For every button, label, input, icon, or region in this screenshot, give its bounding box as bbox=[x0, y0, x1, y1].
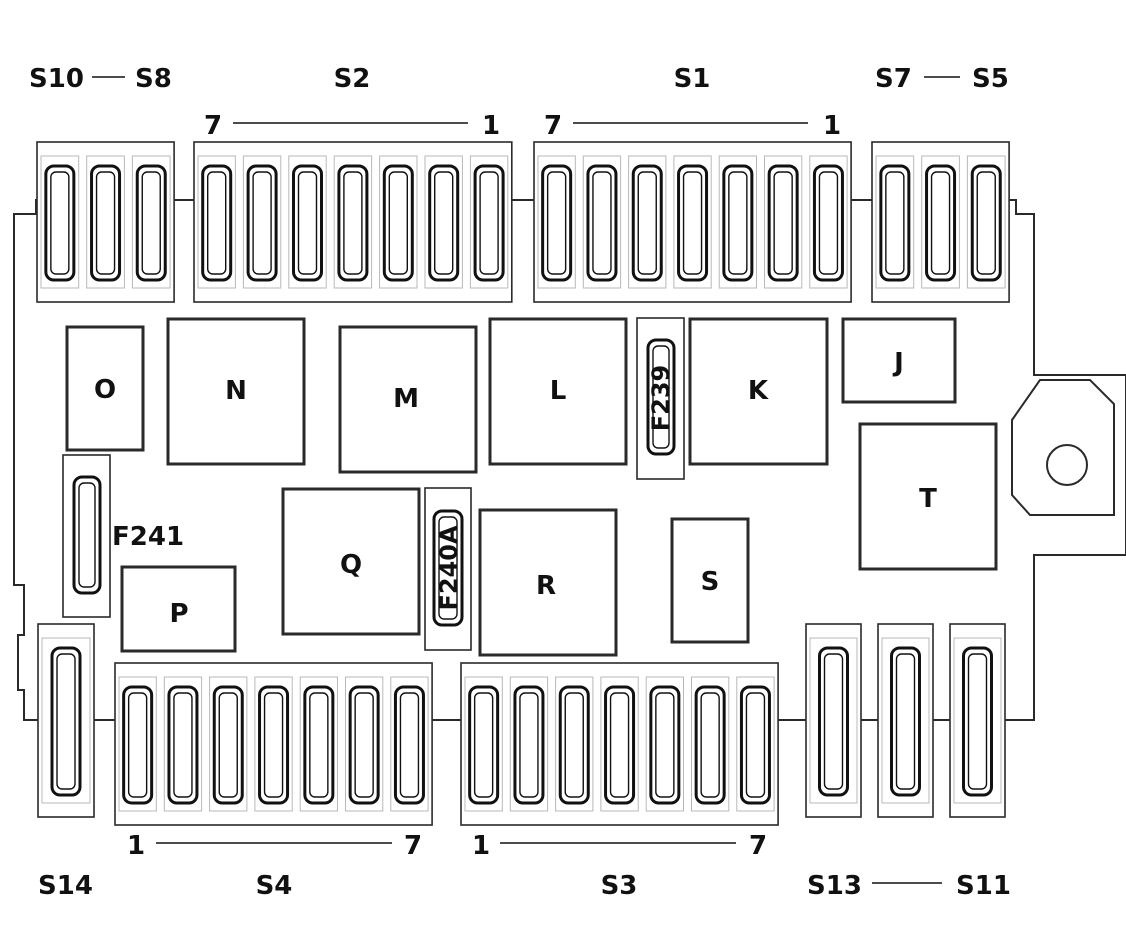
s4-slot bbox=[390, 676, 429, 812]
s1-group bbox=[533, 141, 852, 303]
relay-q-label: Q bbox=[340, 550, 362, 580]
s4-group bbox=[114, 662, 433, 826]
s4-slot bbox=[209, 676, 248, 812]
relay-t-label: T bbox=[919, 484, 937, 514]
relay-s-label: S bbox=[701, 567, 720, 597]
group-label-s3: S3 bbox=[601, 871, 638, 901]
top-fuse-row bbox=[36, 141, 1010, 303]
s3-group bbox=[460, 662, 779, 826]
range-s1-start: 7 bbox=[544, 111, 562, 141]
s4-slot bbox=[163, 676, 203, 812]
s14-group bbox=[37, 623, 95, 818]
range-s2-start: 7 bbox=[204, 111, 222, 141]
s13-s11-slot bbox=[877, 623, 934, 818]
s7-s5-group bbox=[871, 141, 1010, 303]
s14-slot bbox=[37, 623, 95, 818]
s1-slot bbox=[582, 155, 622, 289]
s3-slot bbox=[600, 676, 639, 812]
s3-slot bbox=[645, 676, 685, 812]
group-label-s4: S4 bbox=[256, 871, 293, 901]
s2-slot bbox=[288, 155, 327, 289]
relay-t: T bbox=[858, 422, 998, 571]
s1-slot bbox=[628, 155, 667, 289]
range-s1-end: 1 bbox=[823, 111, 841, 141]
s3-slot bbox=[464, 676, 503, 812]
s2-slot bbox=[379, 155, 418, 289]
relay-n: N bbox=[166, 317, 306, 466]
s4-slot bbox=[118, 676, 157, 812]
s3-slot bbox=[509, 676, 549, 812]
s13-s11-slot bbox=[949, 623, 1006, 818]
s1-slot bbox=[537, 155, 576, 289]
s10-s8-slot bbox=[131, 155, 171, 289]
relay-l: L bbox=[488, 317, 628, 466]
s2-group bbox=[193, 141, 513, 303]
relay-n-label: N bbox=[225, 376, 247, 406]
s1-slot bbox=[673, 155, 712, 289]
relay-p: P bbox=[120, 565, 237, 653]
group-label-s2: S2 bbox=[334, 64, 371, 94]
range-s3-end: 7 bbox=[749, 831, 767, 861]
s2-slot bbox=[424, 155, 463, 289]
range-s3-start: 1 bbox=[472, 831, 490, 861]
mounting-hole bbox=[1046, 444, 1088, 486]
relay-j: J bbox=[841, 317, 957, 404]
range-s2-end: 1 bbox=[482, 111, 500, 141]
fuse-f239-label: F239 bbox=[647, 365, 675, 432]
fuse-f240a: F240A bbox=[424, 487, 472, 651]
mounting-tab bbox=[1011, 379, 1115, 516]
s7-s5-slot bbox=[966, 155, 1006, 289]
s7-s5-slot bbox=[921, 155, 960, 289]
s13-s11-slot bbox=[805, 623, 862, 818]
s4-slot bbox=[345, 676, 384, 812]
relay-r: R bbox=[478, 508, 618, 657]
s1-slot bbox=[718, 155, 758, 289]
group-label-s7: S7 bbox=[875, 64, 912, 94]
range-s4-start: 1 bbox=[127, 831, 145, 861]
fuse-f241 bbox=[62, 454, 111, 618]
s3-slot bbox=[691, 676, 730, 812]
relay-s: S bbox=[670, 517, 750, 644]
s2-slot bbox=[333, 155, 373, 289]
relay-o-label: O bbox=[94, 375, 116, 405]
s10-s8-slot bbox=[86, 155, 125, 289]
relay-m: M bbox=[338, 325, 478, 474]
group-label-s1: S1 bbox=[674, 64, 711, 94]
group-label-s11: S11 bbox=[956, 871, 1011, 901]
group-label-s5: S5 bbox=[972, 64, 1009, 94]
s3-slot bbox=[736, 676, 775, 812]
s2-slot bbox=[197, 155, 236, 289]
relay-o: O bbox=[65, 325, 145, 452]
range-s4-end: 7 bbox=[404, 831, 422, 861]
s4-slot bbox=[299, 676, 339, 812]
s7-s5-slot bbox=[875, 155, 915, 289]
s1-slot bbox=[764, 155, 803, 289]
fuse-f241-label: F241 bbox=[112, 522, 184, 552]
relay-k: K bbox=[688, 317, 829, 466]
relay-k-label: K bbox=[748, 376, 769, 406]
group-label-s8: S8 bbox=[135, 64, 172, 94]
relay-l-label: L bbox=[550, 376, 567, 406]
group-label-s10: S10 bbox=[29, 64, 84, 94]
s1-slot bbox=[809, 155, 848, 289]
s2-slot bbox=[469, 155, 509, 289]
s10-s8-slot bbox=[40, 155, 80, 289]
s3-slot bbox=[555, 676, 594, 812]
s10-s8-group bbox=[36, 141, 175, 303]
fuse-f239: F239 bbox=[636, 317, 685, 480]
s4-slot bbox=[254, 676, 293, 812]
group-label-s13: S13 bbox=[807, 871, 862, 901]
relay-p-label: P bbox=[169, 599, 188, 629]
bottom-fuse-row bbox=[37, 623, 1006, 826]
fuse-f240a-label: F240A bbox=[435, 525, 463, 610]
s13-s11-group bbox=[805, 623, 1006, 818]
relay-j-label: J bbox=[892, 348, 904, 378]
relay-q: Q bbox=[281, 487, 421, 636]
group-label-s14: S14 bbox=[38, 871, 93, 901]
s2-slot bbox=[242, 155, 282, 289]
relay-r-label: R bbox=[536, 571, 556, 601]
relay-m-label: M bbox=[393, 384, 419, 414]
